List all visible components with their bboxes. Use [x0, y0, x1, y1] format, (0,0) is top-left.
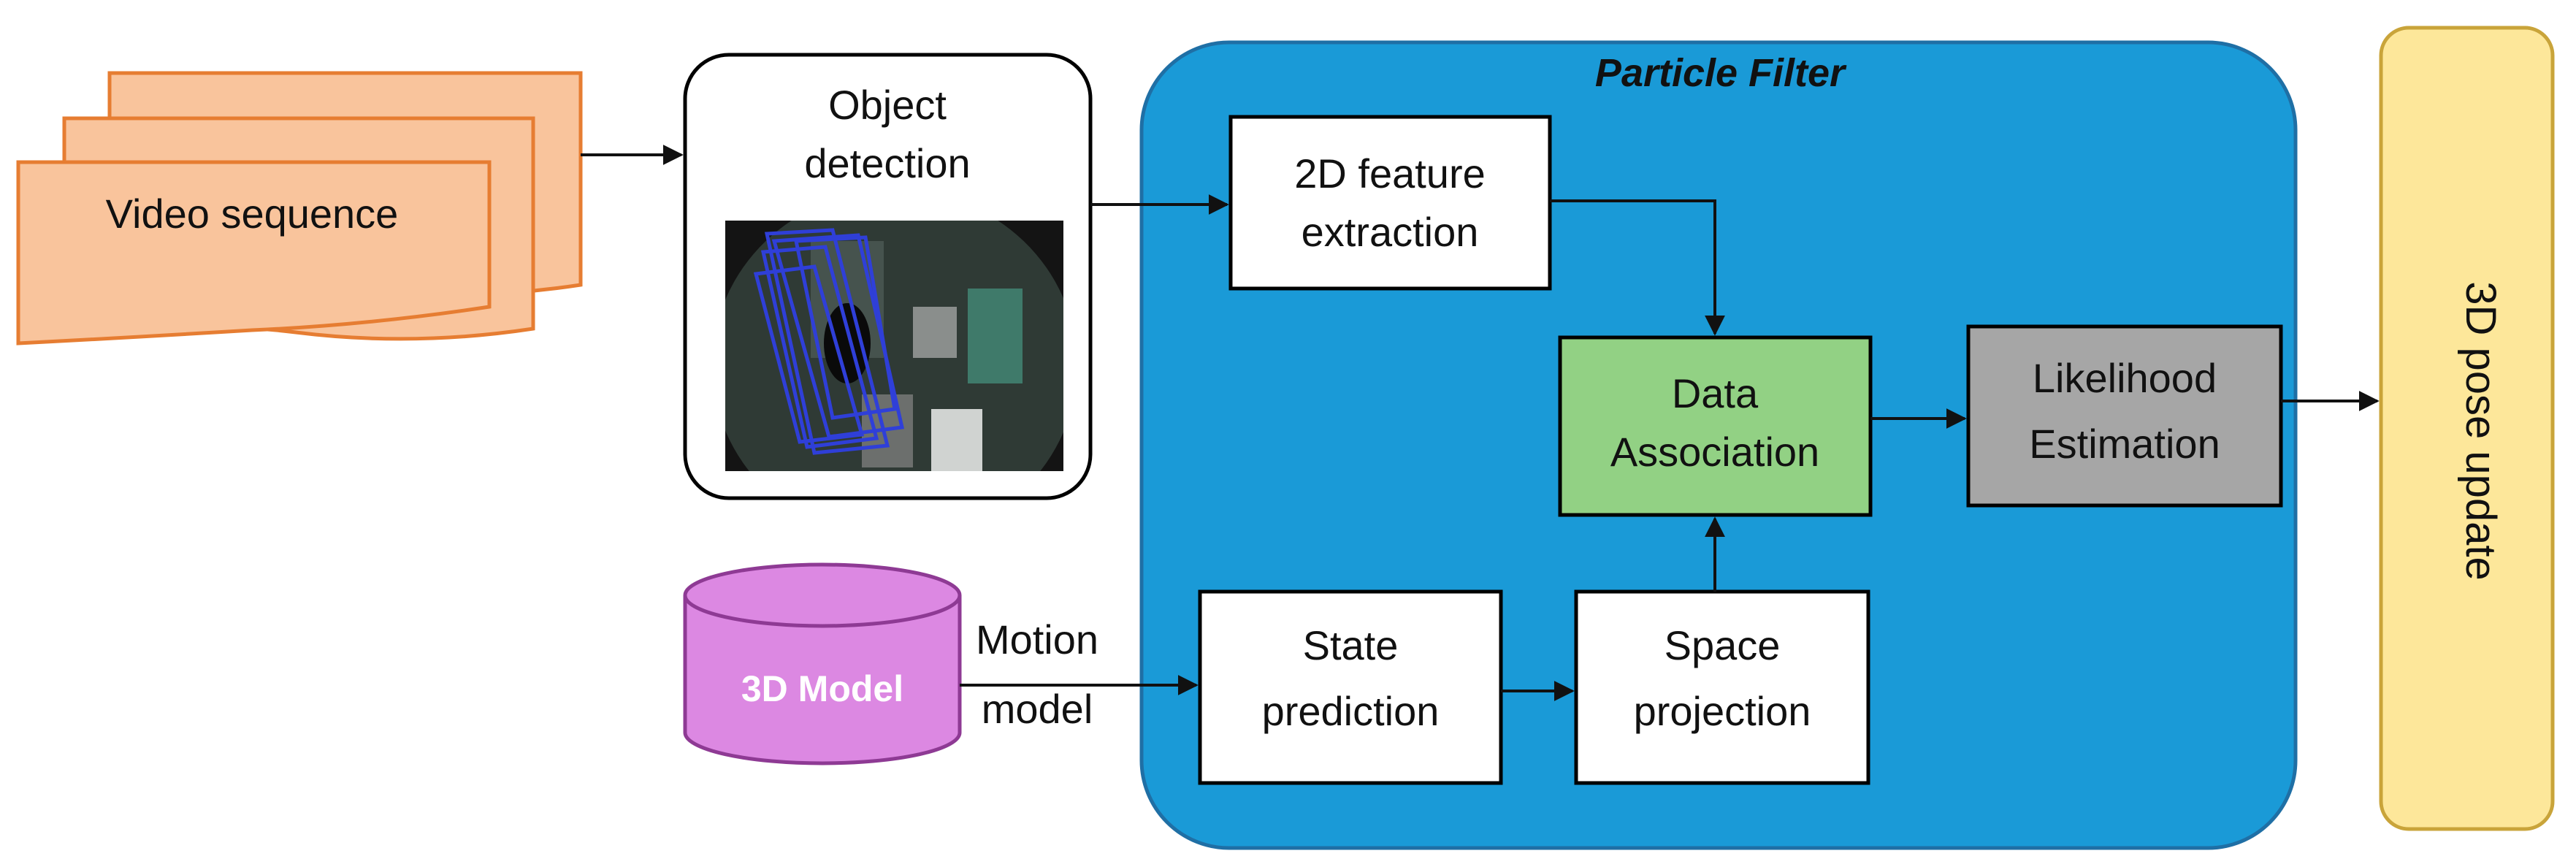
data-association-label-line2: Association [1610, 429, 1819, 475]
detection-image [725, 221, 1063, 471]
data-association-label-line1: Data [1672, 370, 1759, 416]
feature-extraction-label-line2: extraction [1302, 209, 1479, 255]
space-projection-box [1574, 589, 1870, 785]
video-sequence-label: Video sequence [106, 191, 399, 237]
pose-update-label: 3D pose update [2457, 281, 2504, 581]
video-sequence-page-front [16, 160, 492, 345]
feature-extraction-label-line1: 2D feature [1294, 150, 1486, 196]
object-detection-label-line2: detection [804, 140, 970, 186]
data-association-box [1558, 335, 1873, 517]
state-prediction-box [1198, 589, 1503, 785]
motion-model-label-line2: model [982, 686, 1093, 732]
object-detection-box: Object detection [683, 53, 1093, 500]
arrow-feature-to-association [1550, 199, 1725, 336]
model-3d-cylinder: 3D Model [683, 562, 962, 765]
space-projection-label-line2: projection [1634, 688, 1811, 734]
space-projection-label-line1: Space [1665, 622, 1781, 668]
particle-filter-title: Particle Filter [1595, 51, 1847, 95]
likelihood-estimation-label-line2: Estimation [2029, 421, 2220, 467]
likelihood-estimation-box [1966, 324, 2283, 508]
pose-update-box [2379, 26, 2555, 831]
detection-bounding-boxes [753, 228, 905, 455]
object-detection-label-line1: Object [828, 82, 947, 128]
motion-model-label-line1: Motion [976, 616, 1098, 662]
likelihood-estimation-label-line1: Likelihood [2033, 355, 2217, 401]
state-prediction-label-line2: prediction [1262, 688, 1440, 734]
feature-extraction-box [1228, 115, 1552, 291]
connector-arrows [581, 145, 2380, 701]
state-prediction-label-line1: State [1303, 622, 1399, 668]
video-sequence-stack: Video sequence [16, 71, 583, 345]
model-3d-label: 3D Model [741, 668, 903, 709]
